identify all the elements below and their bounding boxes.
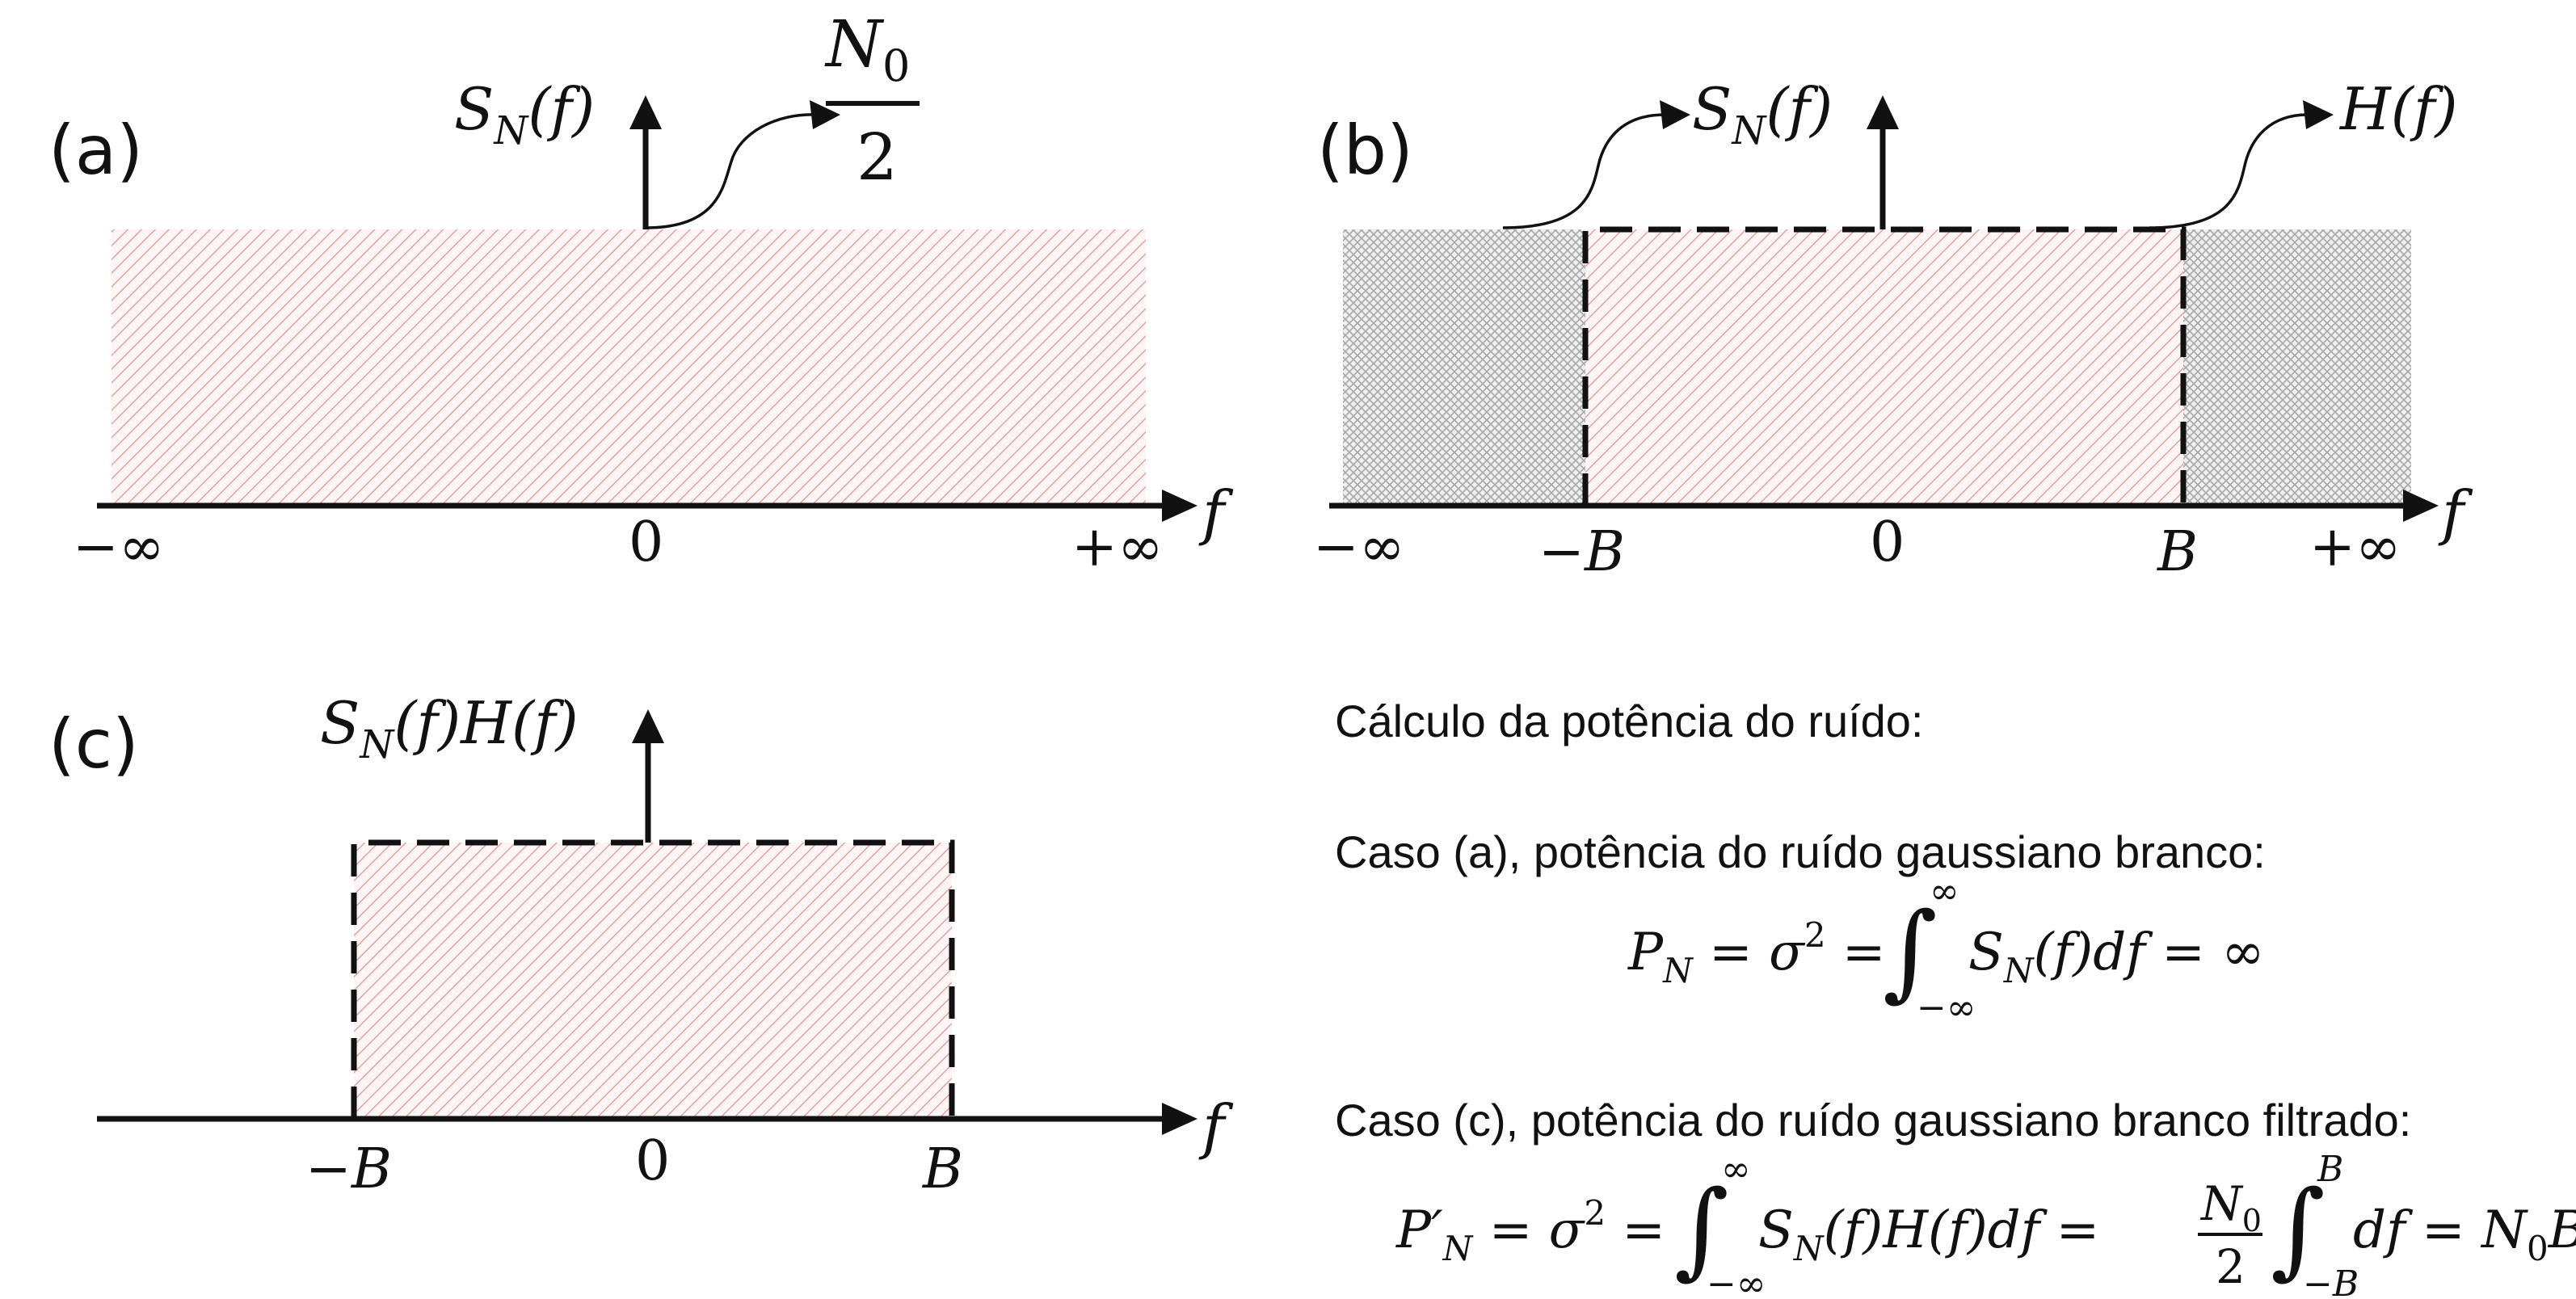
panel-c-f-axis-arrowhead [1162, 1103, 1198, 1135]
panel-b-f-axis-arrowhead [2403, 490, 2439, 522]
panel-b-passband-region [1585, 229, 2183, 506]
equation-case-a: PN = σ2 = ∫ ∞ −∞ SN(f)df = ∞ [1627, 871, 2265, 1028]
panel-b-label: (b) [1317, 111, 1413, 190]
panel-a-label: (a) [48, 111, 143, 190]
equation-case-c: P′N = σ2 = ∫ ∞ −∞ SN(f)H(f)df = N0 2 ∫ B… [1395, 1149, 2576, 1299]
panel-a-f-axis-arrowhead [1162, 490, 1198, 522]
panel-a-level-pointer [645, 113, 817, 229]
panel-b-tick-minus-b: −B [1538, 520, 1625, 584]
panel-b-psd-pointer [1502, 113, 1665, 229]
svg-text:2: 2 [2216, 1239, 2246, 1294]
svg-text:N0: N0 [2199, 1176, 2262, 1238]
panel-c-label: (c) [48, 704, 139, 784]
integral-sign: ∫ [1674, 1167, 1729, 1290]
panel-a-level-fraction: N0 2 [824, 6, 920, 195]
svg-text:N0: N0 [824, 6, 910, 91]
svg-text:∞: ∞ [1930, 871, 1959, 912]
panel-a-noise-psd-region [112, 229, 1146, 506]
svg-text:−B: −B [2303, 1263, 2359, 1299]
integral-sign: ∫ [1883, 889, 1938, 1012]
svg-text:P′N = σ2 =: P′N = σ2 = [1395, 1193, 1665, 1268]
panel-b-ylabel: SN(f) [1692, 75, 1833, 153]
case-a-caption: Caso (a), potência do ruído gaussiano br… [1335, 826, 2266, 877]
svg-text:SN(f)df = ∞: SN(f)df = ∞ [1968, 923, 2265, 990]
panel-b-stopband-left [1343, 229, 1585, 506]
panel-c-tick-zero: 0 [635, 1129, 670, 1193]
panel-b-psd-pointer-head [1660, 100, 1690, 129]
panel-a: (a) f SN(f) N0 2 −∞ 0 +∞ [48, 6, 1234, 579]
panel-b-tick-b: B [2156, 520, 2198, 584]
panel-a-tick-minus-inf: −∞ [73, 515, 165, 579]
panel-b: (b) f SN(f) H(f) −∞ −B 0 B +∞ [1313, 75, 2473, 584]
case-c-caption: Caso (c), potência do ruído gaussiano br… [1335, 1095, 2411, 1146]
panel-c-f-axis-label: f [1198, 1092, 1234, 1162]
panel-b-tick-plus-inf: +∞ [2309, 515, 2401, 579]
panel-a-level-pointer-head [810, 100, 840, 129]
panel-b-tick-minus-inf: −∞ [1313, 515, 1405, 579]
panel-c-tick-b: B [921, 1137, 963, 1201]
panel-b-f-axis-label: f [2438, 478, 2473, 548]
panel-c: (c) f SN(f)H(f) −B 0 B [48, 689, 1234, 1201]
panel-a-tick-zero: 0 [629, 511, 663, 574]
integral-sign: ∫ [2271, 1167, 2326, 1290]
panel-a-ylabel: SN(f) [454, 75, 595, 153]
power-calculation-text: Cálculo da potência do ruído: Caso (a), … [1335, 696, 2576, 1299]
svg-text:B: B [2317, 1149, 2343, 1190]
svg-text:SN(f)H(f)df =: SN(f)H(f)df = [1758, 1200, 2099, 1268]
calc-heading: Cálculo da potência do ruído: [1335, 696, 1924, 746]
panel-c-filtered-noise-region [354, 843, 952, 1119]
svg-text:df = N0B: df = N0B [2353, 1200, 2576, 1268]
panel-b-psd-arrowhead [1867, 95, 1899, 129]
panel-c-ylabel: SN(f)H(f) [320, 689, 579, 767]
panel-c-psd-arrowhead [632, 709, 664, 743]
svg-text:2: 2 [857, 120, 898, 195]
panel-b-filter-label: H(f) [2338, 75, 2458, 143]
panel-a-f-axis-label: f [1198, 478, 1234, 548]
panel-b-filter-pointer-head [2303, 100, 2334, 129]
panel-a-psd-arrowhead [629, 95, 662, 129]
panel-c-tick-minus-b: −B [305, 1137, 392, 1201]
svg-text:−∞: −∞ [1917, 987, 1976, 1028]
svg-text:∞: ∞ [1721, 1149, 1751, 1190]
panel-b-filter-pointer [2149, 113, 2309, 229]
svg-text:−∞: −∞ [1707, 1263, 1766, 1299]
panel-b-tick-zero: 0 [1870, 511, 1905, 574]
panel-b-stopband-right [2183, 229, 2411, 506]
svg-text:PN = σ2 =: PN = σ2 = [1627, 915, 1886, 990]
panel-a-tick-plus-inf: +∞ [1071, 515, 1164, 579]
